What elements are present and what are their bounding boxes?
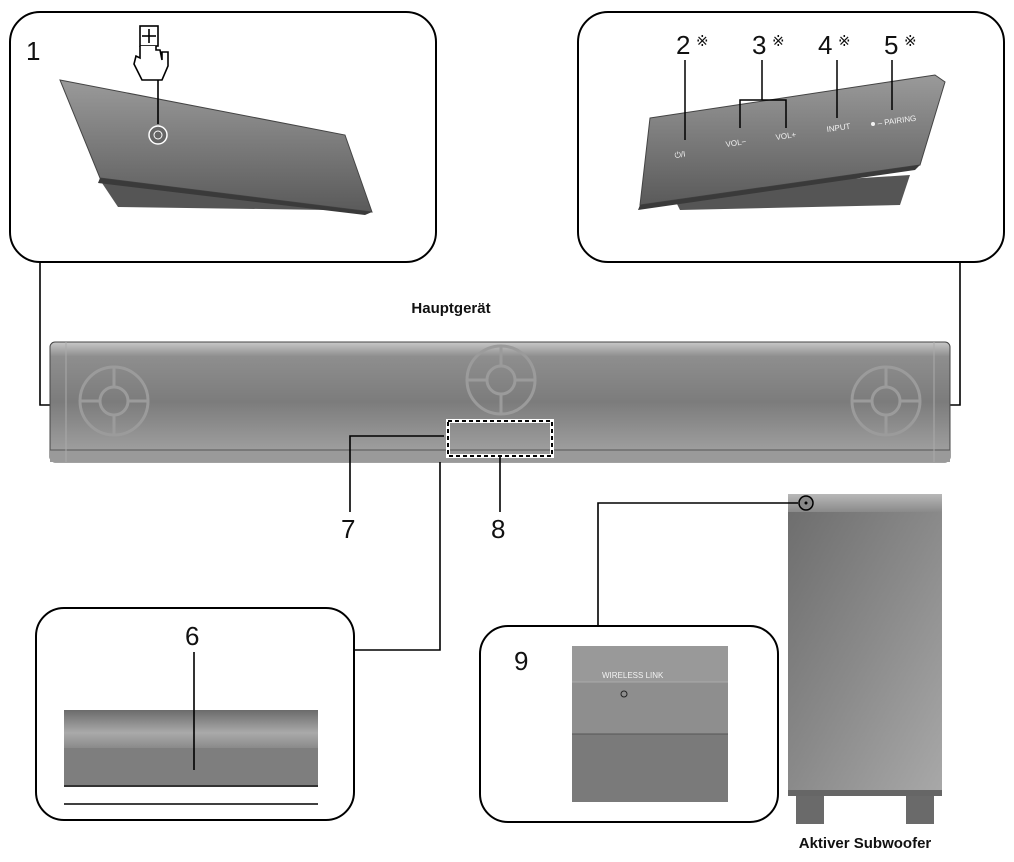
callout-number-6: 6 (185, 621, 199, 651)
bluetooth-icon (871, 122, 875, 126)
speaker-grille-right-icon (850, 365, 922, 437)
main-unit-label: Hauptgerät (411, 300, 490, 317)
soundbar-side-view (59, 79, 373, 215)
wireless-link-led-icon (620, 690, 628, 698)
callout-leader-7 (349, 435, 444, 512)
callout-leader-6 (350, 462, 441, 651)
callout-number-1: 1 (26, 36, 40, 66)
soundbar-top-view (638, 74, 946, 210)
speaker-grille-left-icon (78, 365, 150, 437)
subwoofer-closeup (572, 646, 728, 802)
callout-asterisk-2: ※ (696, 33, 709, 50)
callout-asterisk-4: ※ (838, 33, 851, 50)
panel-connectors (39, 262, 961, 406)
callout-number-8: 8 (491, 514, 505, 544)
callout-leader-9 (597, 502, 798, 628)
subwoofer-foot-right (906, 796, 934, 824)
indicator-closeup (64, 710, 318, 805)
speaker-grille-center-icon (465, 344, 537, 416)
callout-leaders-top (684, 60, 893, 140)
subwoofer-foot-left (796, 796, 824, 824)
power-button-label: ⏻/I (674, 150, 686, 160)
subwoofer-label: Aktiver Subwoofer (799, 835, 932, 852)
callout-number-9: 9 (514, 646, 528, 676)
callout-number-7: 7 (341, 514, 355, 544)
callout-number-4: 4 (818, 30, 832, 60)
active-subwoofer (788, 494, 942, 824)
input-button-label: INPUT (826, 122, 851, 134)
hand-touch-icon (133, 25, 169, 124)
callout-asterisk-3: ※ (772, 33, 785, 50)
wireless-link-label: WIRELESS LINK (602, 671, 664, 680)
callout-number-5: 5 (884, 30, 898, 60)
callout-number-2: 2 (676, 30, 690, 60)
callout-asterisk-5: ※ (904, 33, 917, 50)
touch-sensor-icon (148, 125, 168, 145)
soundbar-side-edge (98, 178, 372, 215)
callout-number-3: 3 (752, 30, 766, 60)
vol-down-button-label: VOL− (725, 137, 747, 149)
vol-up-button-label: VOL+ (775, 130, 797, 142)
